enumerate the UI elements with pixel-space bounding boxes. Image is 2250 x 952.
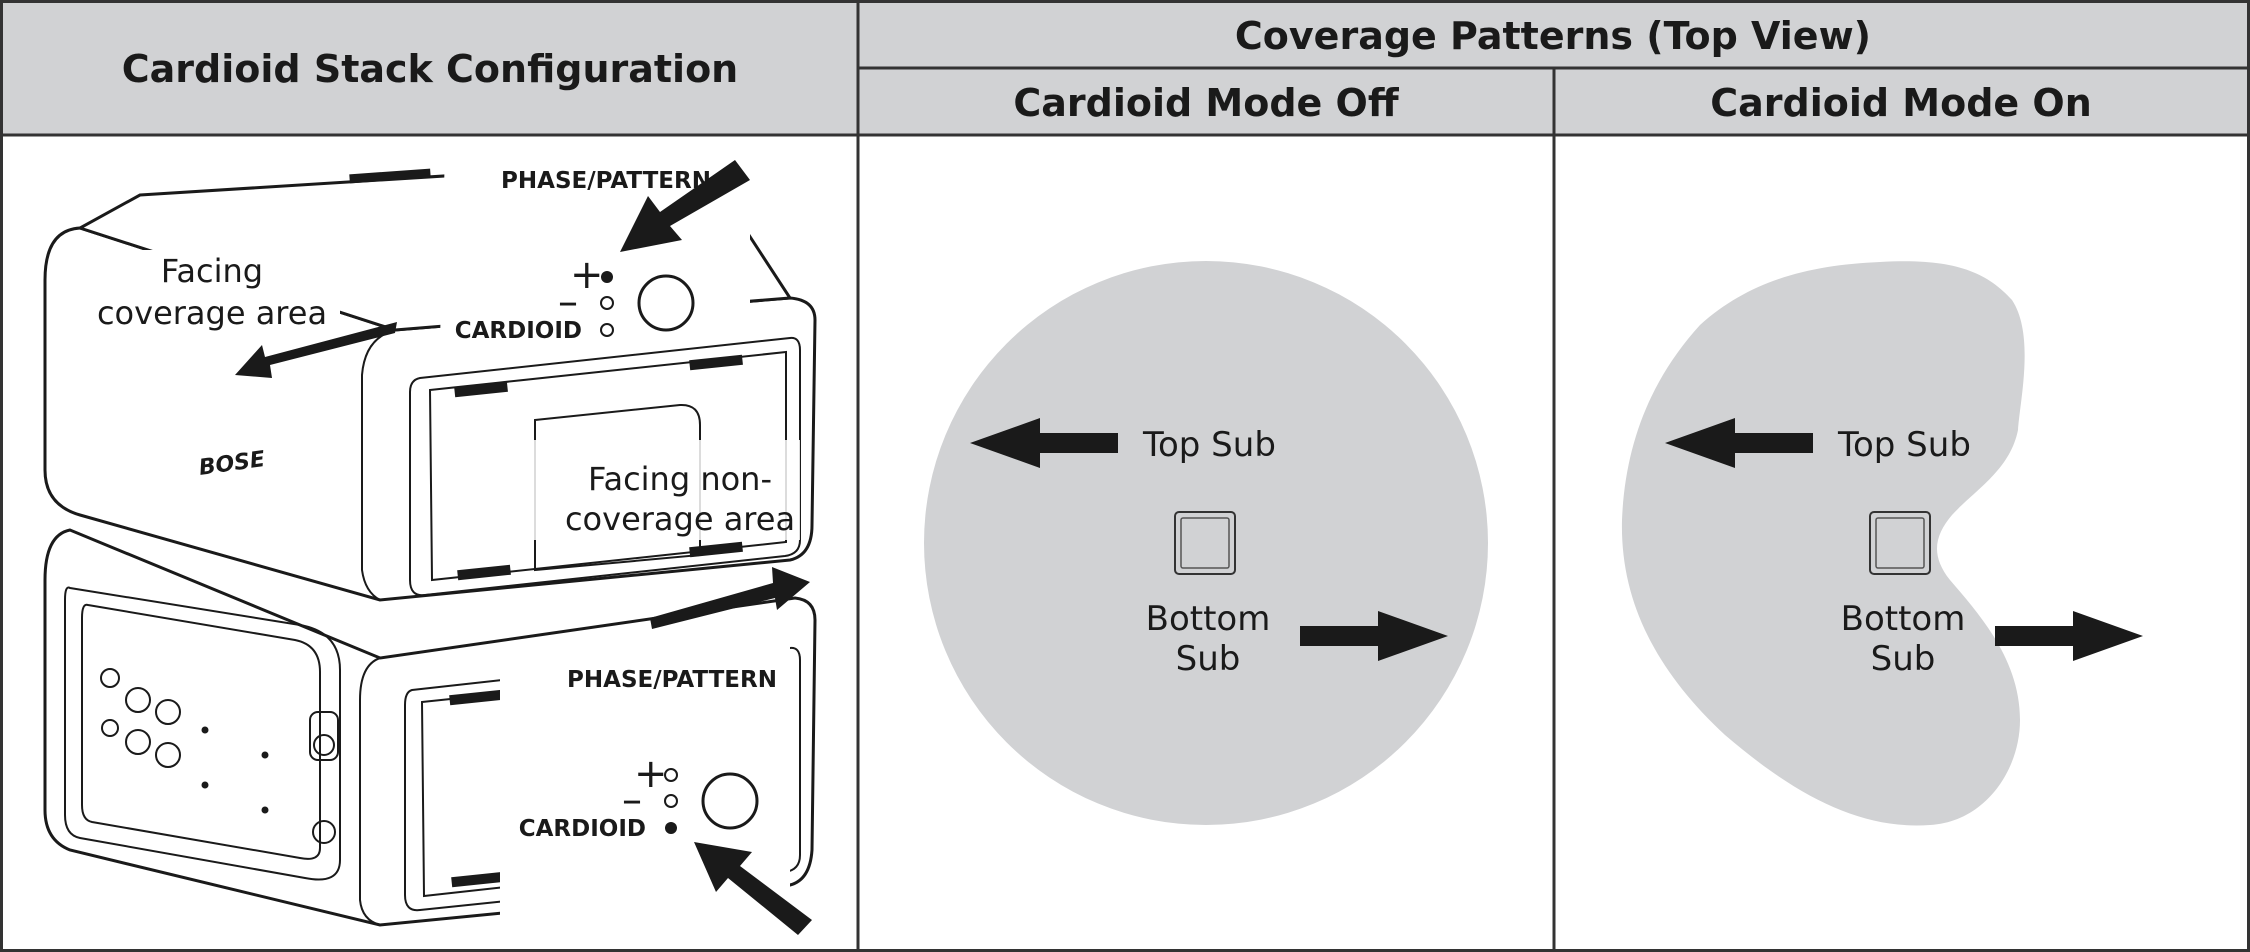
top-sub-grille bbox=[409, 336, 801, 597]
bottom-sub-rear-panel bbox=[64, 586, 341, 881]
rear-screw-3 bbox=[201, 781, 209, 789]
rear-screw-1 bbox=[201, 726, 209, 734]
top-grille-handle-4 bbox=[689, 541, 743, 558]
top-led-plus bbox=[601, 271, 613, 283]
rear-screw-4 bbox=[261, 806, 269, 814]
off-sub-icon bbox=[1174, 511, 1236, 575]
top-cardioid-label: CARDIOID bbox=[455, 318, 582, 344]
on-top-sub-label: Top Sub bbox=[1837, 425, 1971, 465]
top-control-arrow bbox=[620, 160, 750, 252]
top-sub-edge bbox=[361, 329, 396, 601]
top-led-cardioid bbox=[600, 323, 614, 337]
noncoverage-callout-bg bbox=[530, 440, 800, 540]
facing-coverage-line1: Facing bbox=[161, 252, 263, 290]
on-bottom-sub-line2: Sub bbox=[1871, 639, 1936, 679]
top-led-minus bbox=[600, 296, 614, 310]
off-bottom-sub-arrow bbox=[1300, 611, 1448, 661]
bottom-plus-symbol: + bbox=[634, 751, 668, 797]
pattern-on-panel: Top Sub Bottom Sub bbox=[1621, 261, 2143, 826]
bottom-led-plus bbox=[664, 768, 678, 782]
on-bottom-sub-line1: Bottom bbox=[1841, 599, 1966, 639]
facing-noncoverage-line1: Facing non- bbox=[588, 460, 772, 498]
cardioid-coverage-area bbox=[1621, 261, 2025, 826]
on-sub-icon bbox=[1869, 511, 1931, 575]
bottom-sub-edge bbox=[359, 657, 381, 926]
on-bottom-sub-arrow bbox=[1995, 611, 2143, 661]
facing-noncoverage-arrow bbox=[650, 567, 810, 629]
bottom-cardioid-label: CARDIOID bbox=[519, 816, 646, 842]
coverage-callout-bg bbox=[90, 250, 340, 345]
facing-coverage-line2: coverage area bbox=[97, 294, 327, 332]
on-top-sub-arrow bbox=[1665, 418, 1813, 468]
on-sub-icon-inner bbox=[1875, 517, 1925, 569]
top-grille-handle-1 bbox=[454, 381, 508, 398]
cardioid-on-header: Cardioid Mode On bbox=[1710, 81, 2092, 125]
top-phase-pattern-label: PHASE/PATTERN bbox=[501, 168, 711, 194]
left-header-cell bbox=[1, 1, 858, 135]
rear-connector-3 bbox=[125, 729, 151, 755]
off-bottom-sub-line2: Sub bbox=[1176, 639, 1241, 679]
bottom-phase-pattern-label: PHASE/PATTERN bbox=[567, 667, 777, 693]
rear-output-connector bbox=[312, 820, 336, 844]
facing-noncoverage-line2: coverage area bbox=[565, 500, 795, 538]
left-header-title: Cardioid Stack Configuration bbox=[122, 47, 738, 91]
rear-jack-1 bbox=[101, 719, 119, 737]
top-grille-handle-3 bbox=[457, 564, 511, 581]
right-header-title: Coverage Patterns (Top View) bbox=[1235, 14, 1871, 58]
off-bottom-sub-line1: Bottom bbox=[1146, 599, 1271, 639]
off-top-sub-arrow bbox=[970, 418, 1118, 468]
pattern-off-panel: Top Sub Bottom Sub bbox=[924, 261, 1488, 825]
rear-screw-2 bbox=[261, 751, 269, 759]
top-grille-handle-2 bbox=[689, 354, 743, 371]
bottom-led-minus bbox=[664, 794, 678, 808]
rear-power-socket bbox=[309, 711, 339, 761]
bottom-phase-button bbox=[701, 772, 759, 830]
facing-coverage-arrow bbox=[235, 322, 397, 378]
off-top-sub-label: Top Sub bbox=[1142, 425, 1276, 465]
cardioid-off-header: Cardioid Mode Off bbox=[1013, 81, 1399, 125]
rear-connector-4 bbox=[155, 742, 181, 768]
bottom-minus-symbol: – bbox=[622, 777, 642, 823]
bottom-led-cardioid bbox=[665, 822, 677, 834]
off-sub-icon-inner bbox=[1180, 517, 1230, 569]
top-minus-symbol: – bbox=[558, 279, 578, 325]
bottom-control-arrow bbox=[694, 842, 812, 935]
rear-power-switch bbox=[313, 734, 335, 756]
bottom-sub-rear-inset bbox=[81, 603, 321, 860]
top-phase-button bbox=[637, 274, 695, 332]
rear-knob-1 bbox=[100, 668, 120, 688]
top-handle-rail bbox=[349, 168, 431, 184]
top-plus-symbol: + bbox=[570, 252, 604, 298]
top-sub-grille-inner bbox=[428, 350, 787, 582]
rear-connector-1 bbox=[125, 687, 151, 713]
rear-connector-2 bbox=[155, 699, 181, 725]
